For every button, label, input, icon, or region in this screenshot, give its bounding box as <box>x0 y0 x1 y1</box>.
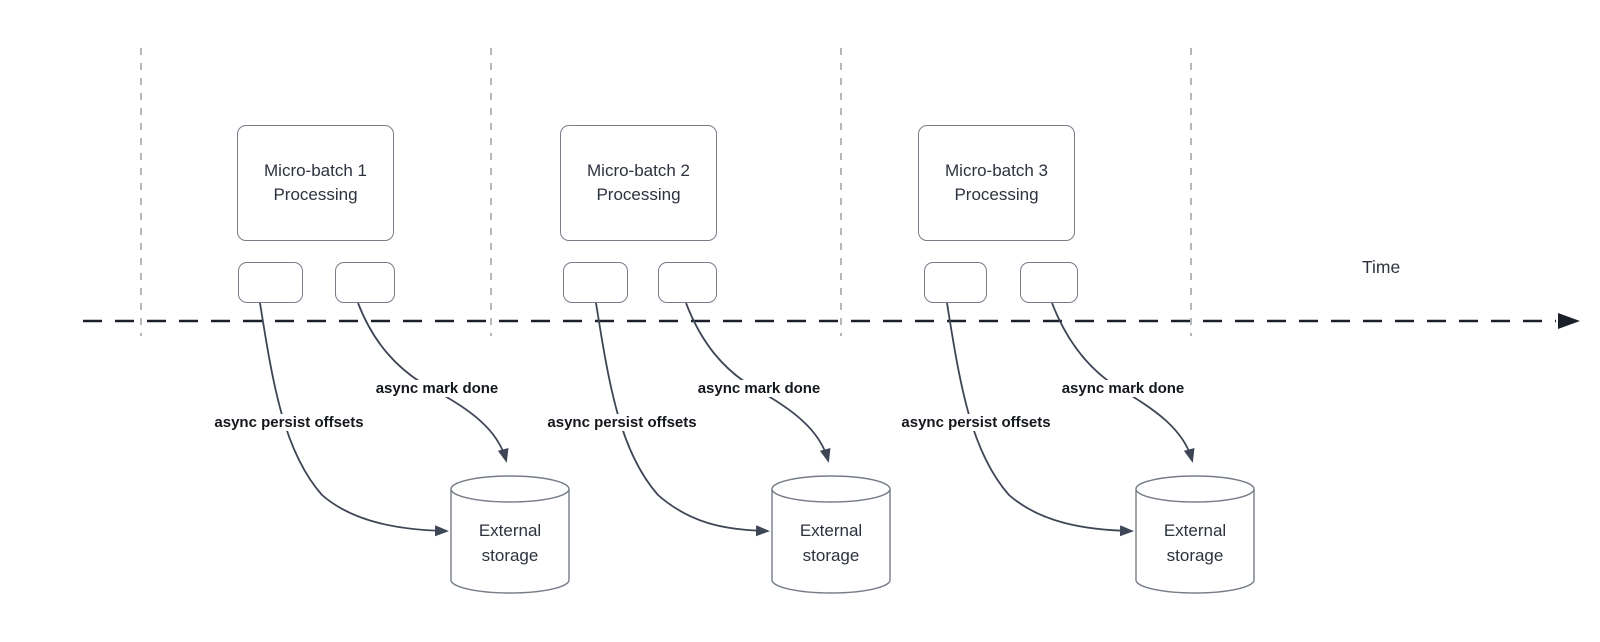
persist-offsets-task-node-1 <box>238 262 303 303</box>
persist-offsets-label-1: async persist offsets <box>211 414 367 431</box>
node-title-line1: Micro-batch 3 <box>945 161 1048 180</box>
storage-line2: storage <box>481 546 539 565</box>
node-title-line2: Processing <box>596 185 681 204</box>
node-title-line2: Processing <box>273 185 358 204</box>
persist-offsets-arrow-3 <box>946 302 1134 537</box>
time-axis-label: Time <box>1362 257 1401 277</box>
external-storage-label-3: External storage <box>1136 518 1254 568</box>
mark-done-label-2: async mark done <box>694 380 824 397</box>
external-storage-label-1: External storage <box>451 518 569 568</box>
cylinder-top <box>771 475 891 503</box>
node-title-line1: Micro-batch 2 <box>587 161 690 180</box>
storage-line1: External <box>1163 521 1227 540</box>
persist-offsets-arrow-2 <box>595 302 770 537</box>
persist-offsets-task-node-3 <box>924 262 987 303</box>
storage-cylinder-2 <box>771 475 891 594</box>
node-title-line1: Micro-batch 1 <box>264 161 367 180</box>
persist-offsets-label-3: async persist offsets <box>898 414 1054 431</box>
cylinder-top <box>450 475 570 503</box>
storage-cylinder-1 <box>450 475 570 594</box>
storage-line1: External <box>478 521 542 540</box>
mark-done-task-node-1 <box>335 262 395 303</box>
microbatch-3-processing-node: Micro-batch 3 Processing <box>918 125 1075 241</box>
microbatch-1-processing-node: Micro-batch 1 Processing <box>237 125 394 241</box>
storage-line1: External <box>799 521 863 540</box>
mark-done-task-node-3 <box>1020 262 1078 303</box>
cylinder-top <box>1135 475 1255 503</box>
persist-offsets-arrow-1 <box>259 302 449 537</box>
node-title-line2: Processing <box>954 185 1039 204</box>
microbatch-2-processing-node: Micro-batch 2 Processing <box>560 125 717 241</box>
external-storage-label-2: External storage <box>772 518 890 568</box>
storage-line2: storage <box>1166 546 1224 565</box>
persist-offsets-task-node-2 <box>563 262 628 303</box>
storage-cylinder-3 <box>1135 475 1255 594</box>
cylinder-body <box>771 489 891 594</box>
mark-done-label-1: async mark done <box>372 380 502 397</box>
persist-offsets-label-2: async persist offsets <box>544 414 700 431</box>
cylinder-body <box>1135 489 1255 594</box>
mark-done-task-node-2 <box>658 262 717 303</box>
storage-line2: storage <box>802 546 860 565</box>
time-axis-arrowhead-icon <box>1558 313 1580 329</box>
cylinder-body <box>450 489 570 594</box>
mark-done-label-3: async mark done <box>1058 380 1188 397</box>
